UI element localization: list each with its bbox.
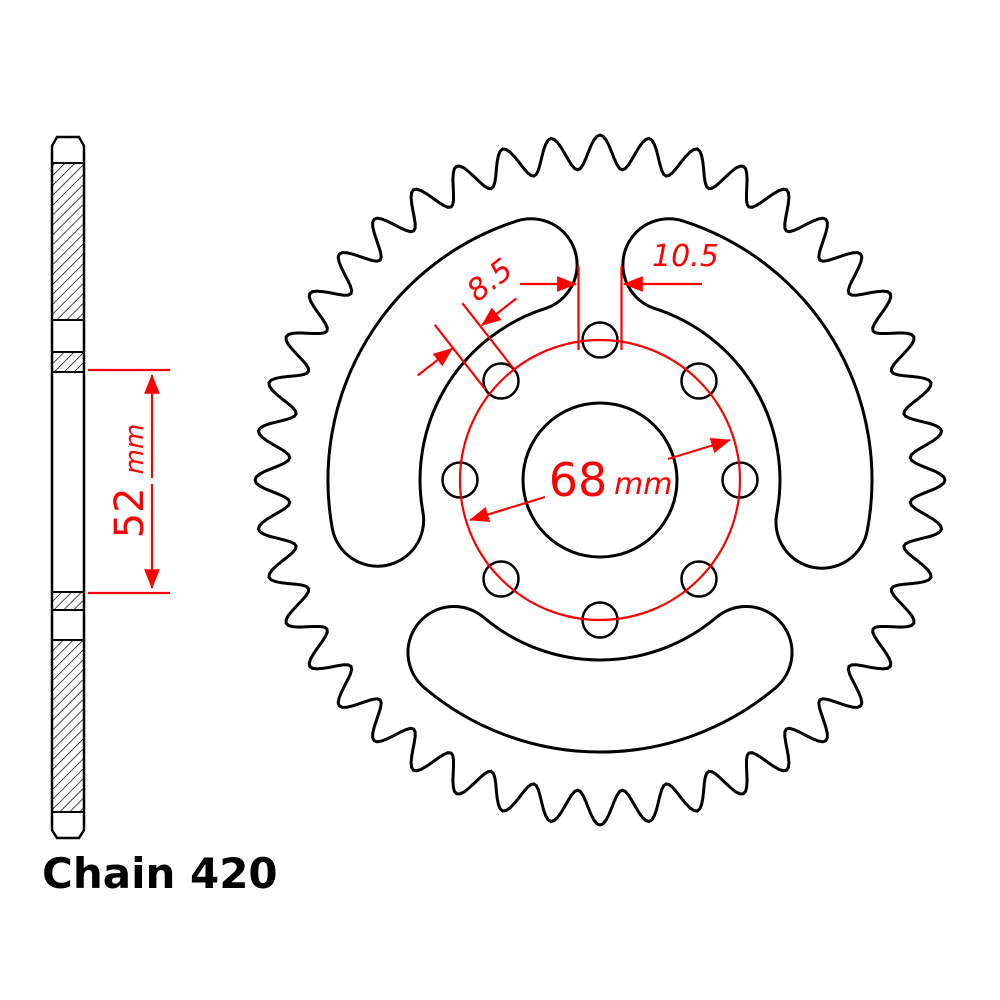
dim-52-label: 52 mm [107,424,153,539]
chain-type-label: Chain 420 [42,849,278,898]
dim-85-arrow-1 [417,347,454,377]
bolt-circle [458,338,742,622]
side-view [50,135,86,840]
side-hatch-lower-strip [51,591,85,611]
dim-68-unit: mm [614,467,672,502]
front-view [253,133,947,827]
dimension-68: 68 mm [458,338,742,622]
dimension-52: 52 mm [88,368,170,595]
dim-68-value: 68 [549,453,608,507]
center-bore [521,401,679,559]
dim-85-arrow-2 [481,297,518,327]
side-hatch-bottom [51,639,85,813]
side-hatch-top [51,162,85,321]
dimension-10-5: 10.5 [520,239,719,350]
dim-85-extension-2 [461,302,514,369]
cutout [406,605,794,754]
dim-105-label: 10.5 [652,239,719,274]
dim-52-value: 52 [107,487,153,538]
side-hatch-upper-strip [51,351,85,373]
dim-85-extension-1 [433,324,486,390]
dim-68-arrow-left [469,495,546,523]
dim-68-arrow-right [667,437,731,461]
cutout [326,217,579,568]
dim-52-unit: mm [120,424,150,475]
